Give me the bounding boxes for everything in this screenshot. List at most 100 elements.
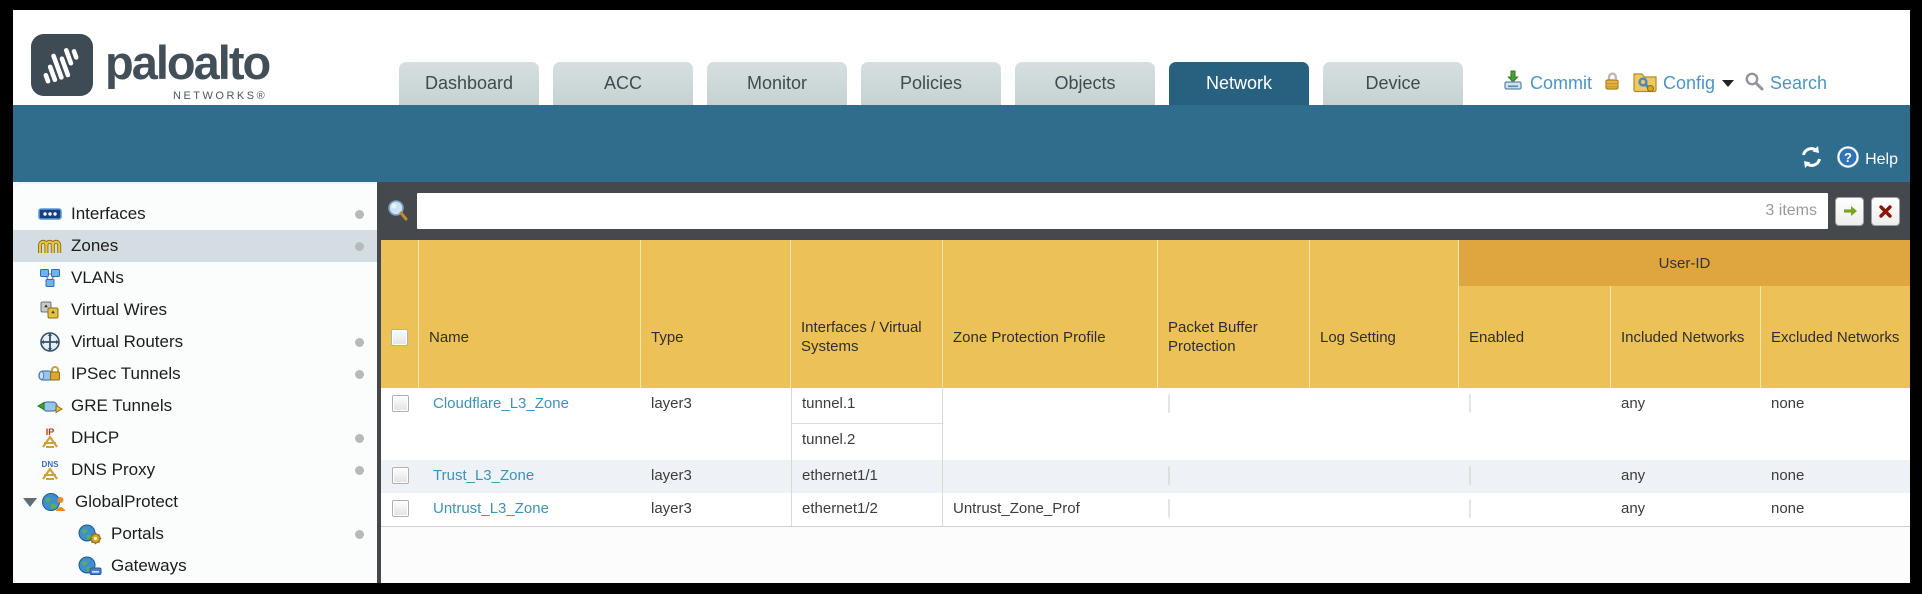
dns-proxy-icon: DNS [37,459,63,481]
column-header-included[interactable]: Included Networks [1611,286,1761,388]
zone-name-cell: Cloudflare_L3_Zone [419,388,641,460]
item-indicator-dot [355,338,364,347]
zones-icon [37,235,63,257]
refresh-button[interactable] [1798,144,1825,175]
portals-icon [77,523,103,545]
included-networks-value: any [1621,500,1646,517]
zone-name-link[interactable]: Cloudflare_L3_Zone [433,395,569,412]
interface-value: ethernet1/1 [802,467,878,484]
zone-protection-profile-cell [943,460,1158,493]
packet-buffer-protection-checkbox[interactable] [1168,466,1170,485]
tab-acc[interactable]: ACC [553,62,693,105]
tab-objects[interactable]: Objects [1015,62,1155,105]
sidebar-item-zones[interactable]: Zones [13,230,377,262]
clear-filter-button[interactable] [1871,196,1900,226]
column-header-zpp[interactable]: Zone Protection Profile [943,240,1158,388]
zone-protection-profile-cell: Untrust_Zone_Prof [943,493,1158,526]
apply-filter-button[interactable] [1835,196,1864,226]
user-id-enabled-checkbox[interactable] [1469,394,1471,413]
row-checkbox[interactable] [391,500,409,517]
row-checkbox[interactable] [391,395,409,412]
filter-input[interactable] [428,201,1766,221]
tab-dashboard[interactable]: Dashboard [399,62,539,105]
row-checkbox[interactable] [391,467,409,484]
ipsec-tunnels-icon [37,363,63,385]
header-actions: Commit [1501,62,1827,105]
column-header-type[interactable]: Type [641,240,791,388]
zone-name-link[interactable]: Trust_L3_Zone [433,467,535,484]
column-header-enabled[interactable]: Enabled [1459,286,1611,388]
sidebar-item-ipsec-tunnels[interactable]: IPSec Tunnels [13,358,377,390]
globalprotect-icon [41,491,67,513]
sidebar-item-vlans[interactable]: VLANs [13,262,377,294]
included-networks-value: any [1621,467,1646,484]
included-networks-cell: any [1611,388,1761,460]
column-header-interfaces[interactable]: Interfaces / Virtual Systems [791,240,943,388]
tab-device[interactable]: Device [1323,62,1463,105]
sidebar-item-interfaces[interactable]: Interfaces [13,198,377,230]
zone-type-value: layer3 [651,395,692,412]
packet-buffer-protection-checkbox[interactable] [1168,499,1170,518]
row-select-cell [381,388,419,460]
column-header-label: Name [429,328,470,346]
zone-name-cell: Untrust_L3_Zone [419,493,641,526]
brand-subtitle: NETWORKS® [173,90,268,102]
column-header-pbp[interactable]: Packet Buffer Protection [1158,240,1310,388]
packet-buffer-protection-checkbox[interactable] [1168,394,1170,413]
sidebar-item-globalprotect[interactable]: GlobalProtect [13,486,377,518]
brand-name: paloalto [105,36,271,89]
sidebar-item-gre-tunnels[interactable]: GRE Tunnels [13,390,377,422]
column-header-name[interactable]: Name [419,240,641,388]
items-count: 3 items [1765,202,1817,219]
tab-network[interactable]: Network [1169,62,1309,105]
packet-buffer-protection-cell [1158,493,1310,526]
filter-toolbar: 3 items [381,182,1910,240]
sidebar-item-portals[interactable]: Portals [13,518,377,550]
paloalto-logo-icon [31,34,93,96]
user-id-enabled-checkbox[interactable] [1469,466,1471,485]
tab-policies[interactable]: Policies [861,62,1001,105]
sidebar-item-label: GlobalProtect [75,492,178,511]
sidebar-item-virtual-wires[interactable]: Virtual Wires [13,294,377,326]
sidebar-item-virtual-routers[interactable]: Virtual Routers [13,326,377,358]
sidebar-item-gateways[interactable]: Gateways [13,550,377,582]
config-menu-button[interactable]: Config [1632,69,1735,98]
tab-monitor[interactable]: Monitor [707,62,847,105]
gre-tunnels-icon [37,395,63,417]
svg-text:DNS: DNS [42,460,60,469]
item-indicator-dot [355,530,364,539]
lock-icon [1601,70,1623,97]
main-nav-tabs: Dashboard ACC Monitor Policies Objects Networ… [399,62,1463,105]
item-indicator-dot [355,242,364,251]
vlans-icon [37,267,63,289]
column-header-log[interactable]: Log Setting [1310,240,1459,388]
excluded-networks-value: none [1771,500,1805,517]
sidebar-item-label: IPSec Tunnels [71,364,181,383]
user-id-enabled-checkbox[interactable] [1469,499,1471,518]
filter-field: 3 items [417,193,1828,229]
teal-band: ? Help [13,105,1910,182]
filter-search-icon [386,198,410,224]
expander-triangle-icon[interactable] [23,497,37,507]
packet-buffer-protection-cell [1158,460,1310,493]
global-search-button[interactable]: Search [1743,70,1827,97]
commit-button[interactable]: Commit [1501,69,1592,98]
zone-name-link[interactable]: Untrust_L3_Zone [433,500,549,517]
sidebar-item-label: Zones [71,236,119,255]
lock-button[interactable] [1601,70,1623,97]
help-button[interactable]: ? Help [1835,144,1898,175]
item-indicator-dot [355,466,364,475]
select-all-checkbox[interactable] [391,328,408,346]
column-header-excluded[interactable]: Excluded Networks [1761,286,1910,388]
column-header-select[interactable] [381,240,419,388]
excluded-networks-cell: none [1761,460,1910,493]
svg-text:?: ? [1844,150,1852,165]
